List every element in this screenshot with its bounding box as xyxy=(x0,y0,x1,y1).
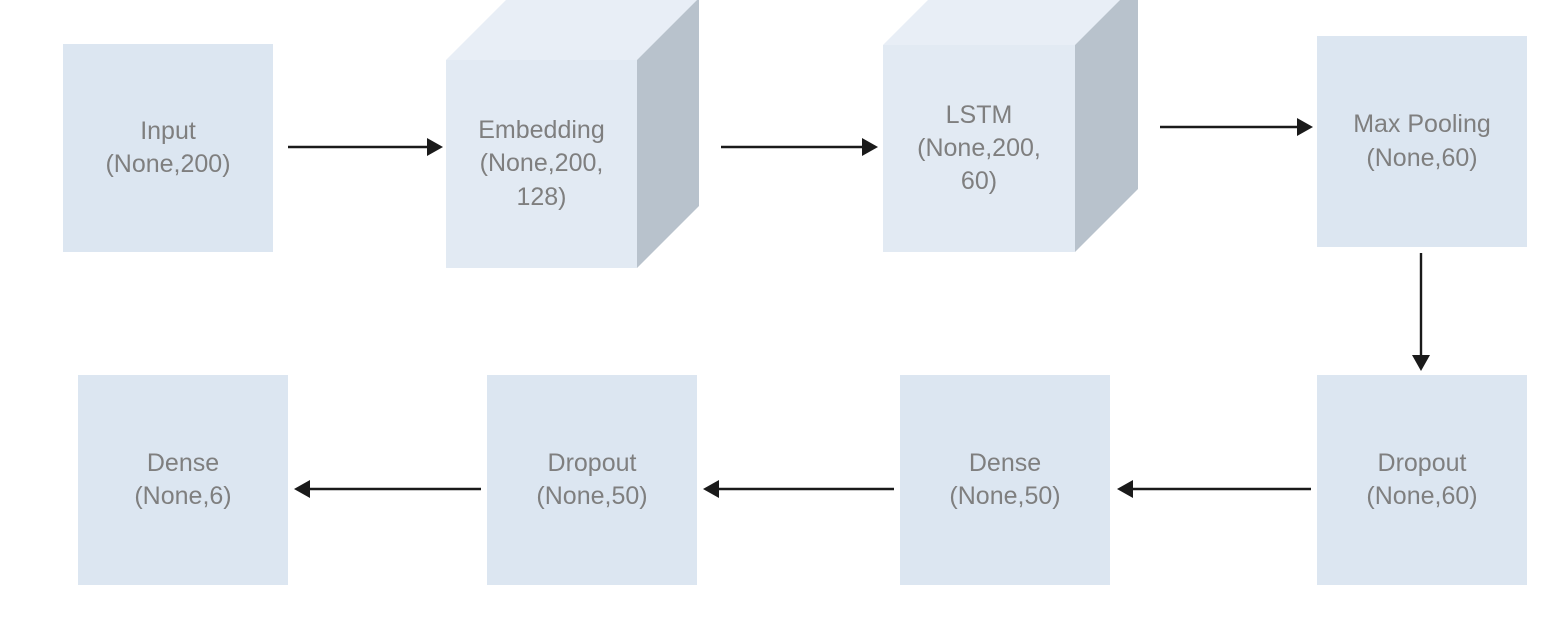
node-max-pooling-label: Max Pooling (None,60) xyxy=(1353,110,1491,172)
cube-3d-icon xyxy=(446,0,699,268)
node-dropout-50[interactable]: Dropout (None,50) xyxy=(487,375,697,585)
node-input-label: Input (None,200) xyxy=(105,116,231,178)
node-dense-6-label: Dense (None,6) xyxy=(134,448,232,510)
arrow-input-to-embedding xyxy=(288,138,443,156)
arrow-maxpooling-to-dropout60 xyxy=(1412,253,1430,371)
node-dropout-50-label: Dropout (None,50) xyxy=(536,448,648,510)
arrow-dense50-to-dropout50 xyxy=(703,480,894,498)
arrow-dropout60-to-dense50 xyxy=(1117,480,1311,498)
node-max-pooling[interactable]: Max Pooling (None,60) xyxy=(1317,36,1527,247)
arrow-lstm-to-maxpooling xyxy=(1160,118,1313,136)
node-lstm[interactable]: LSTM (None,200, 60) xyxy=(883,0,1138,252)
node-dropout-60[interactable]: Dropout (None,60) xyxy=(1317,375,1527,585)
node-dropout-60-label: Dropout (None,60) xyxy=(1366,448,1478,510)
node-input[interactable]: Input (None,200) xyxy=(63,44,273,252)
cube-3d-icon xyxy=(883,0,1138,252)
node-embedding-label: Embedding (None,200, 128) xyxy=(478,116,605,211)
node-embedding[interactable]: Embedding (None,200, 128) xyxy=(446,0,699,268)
arrow-dropout50-to-dense6 xyxy=(294,480,481,498)
node-dense-50-label: Dense (None,50) xyxy=(949,448,1061,510)
node-dense-6[interactable]: Dense (None,6) xyxy=(78,375,288,585)
arrow-embedding-to-lstm xyxy=(721,138,878,156)
node-lstm-label: LSTM (None,200, 60) xyxy=(917,100,1041,196)
node-dense-50[interactable]: Dense (None,50) xyxy=(900,375,1110,585)
